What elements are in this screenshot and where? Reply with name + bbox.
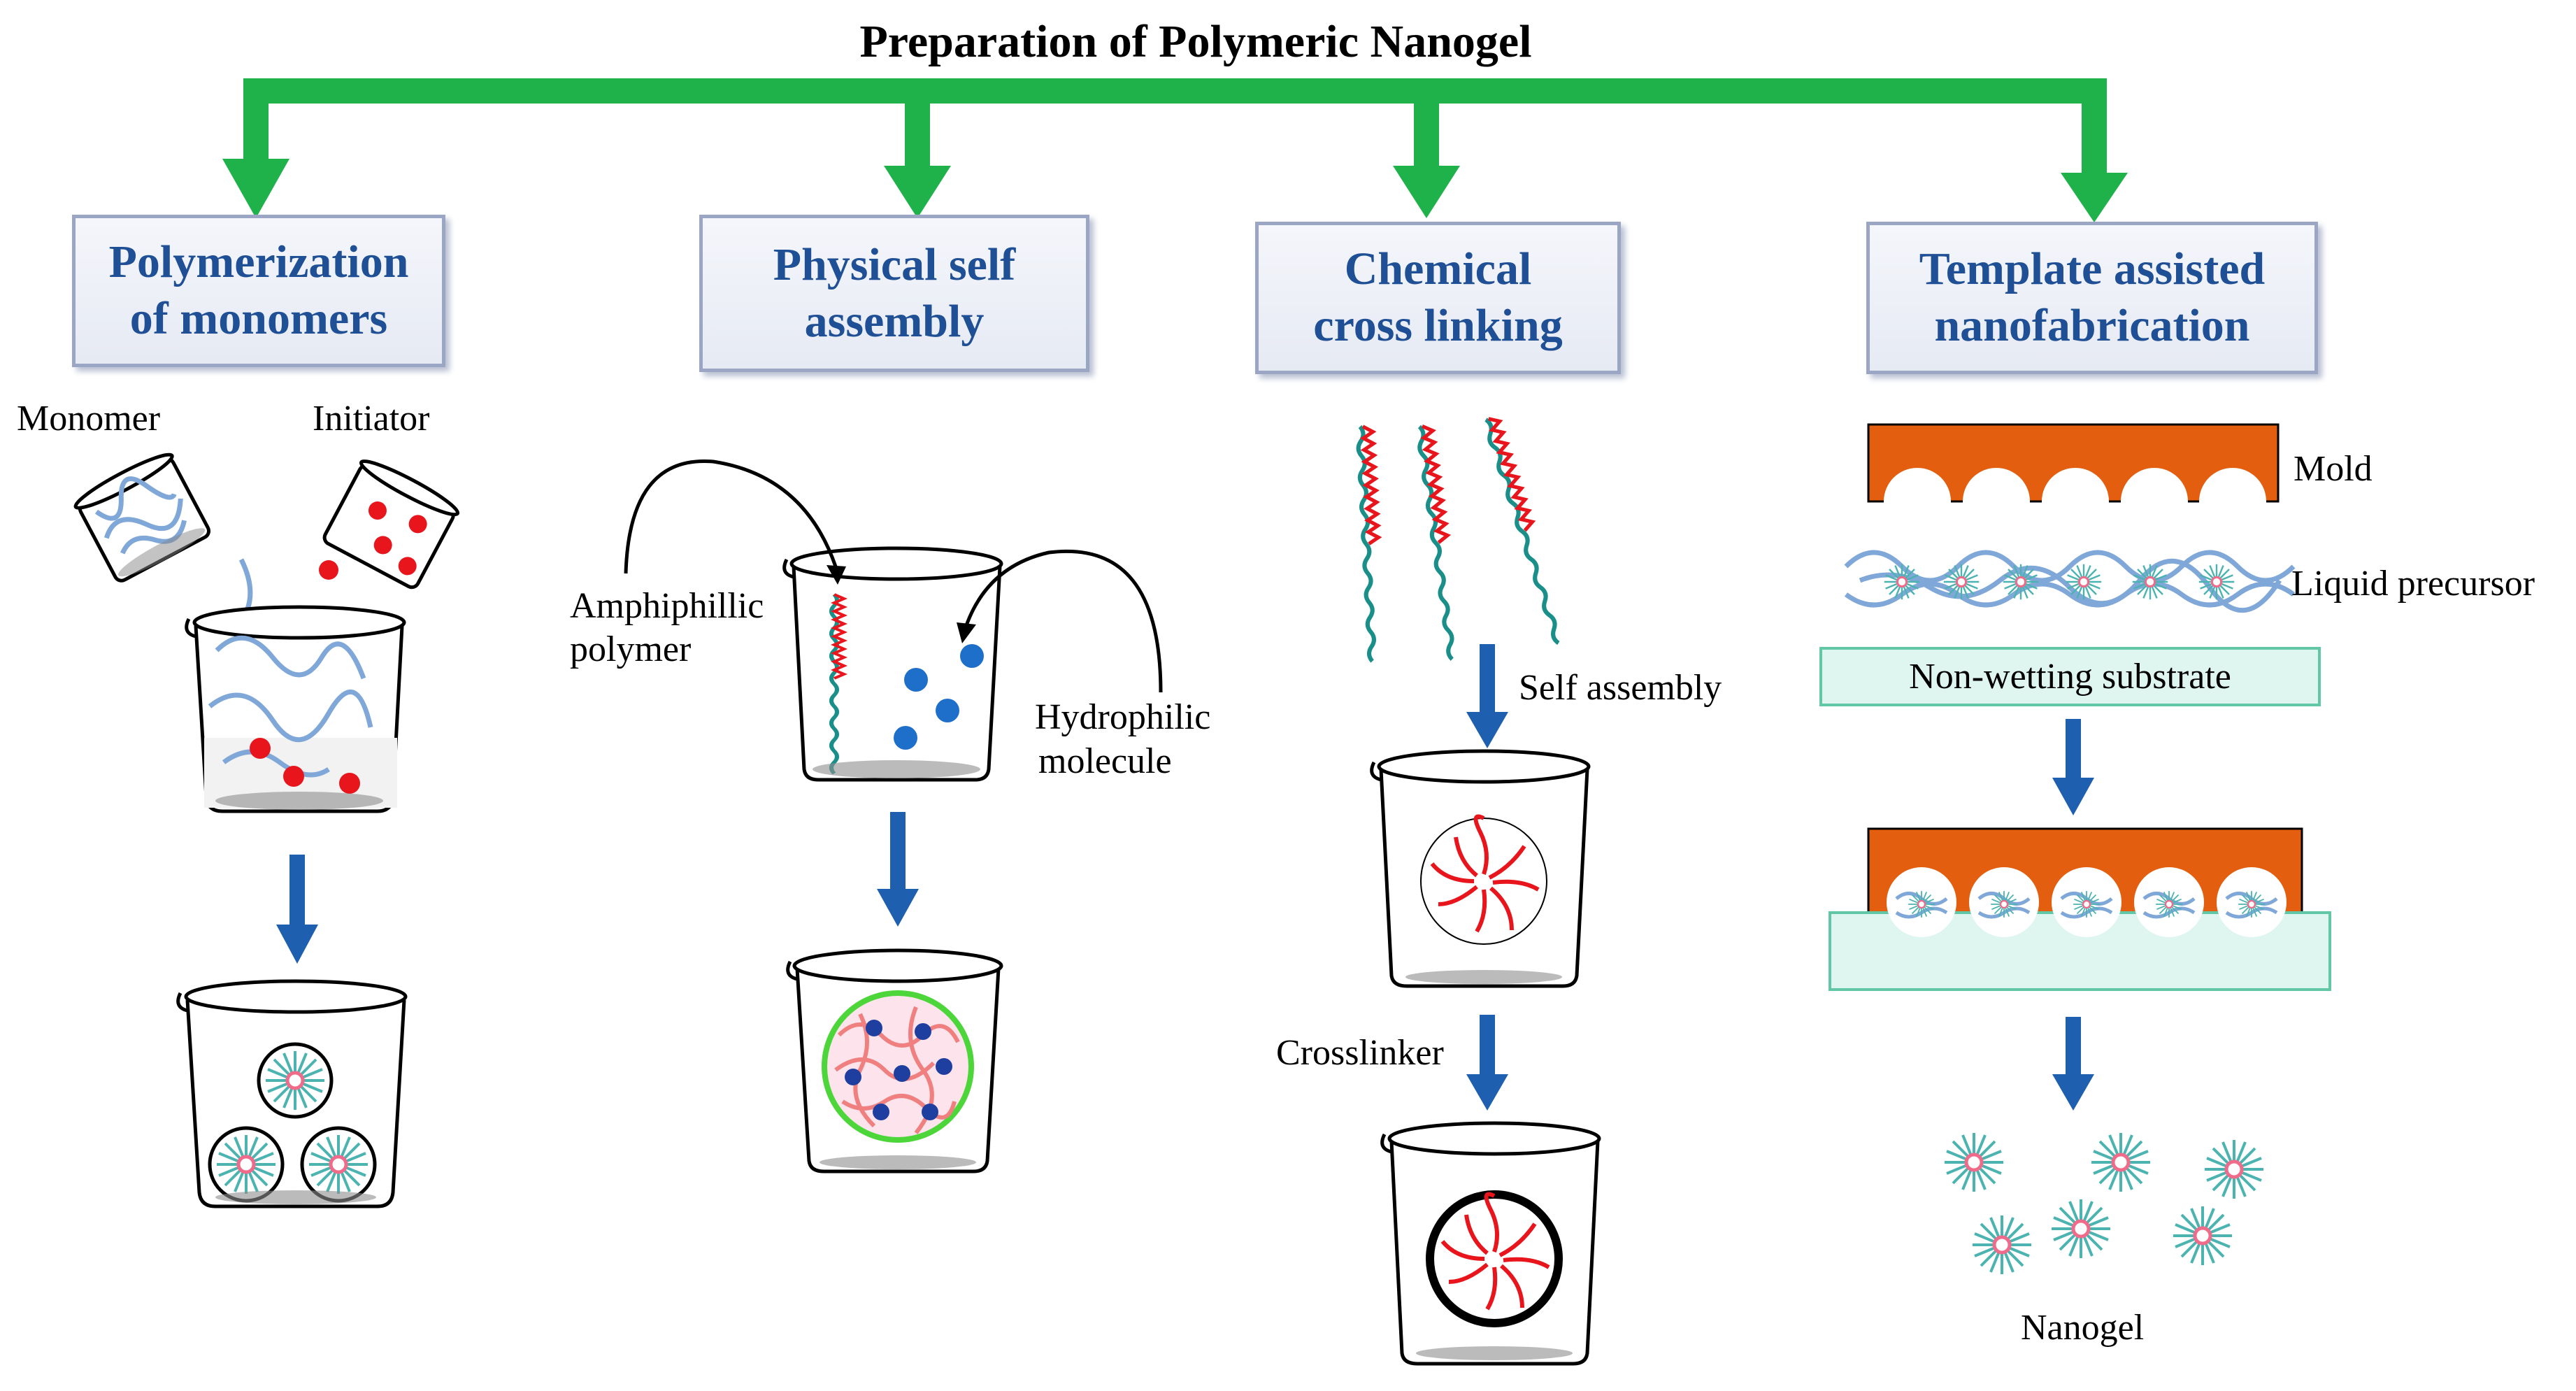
label-liquid-precursor: Liquid precursor (2291, 564, 2535, 604)
method-label-chemical-cross-linking: Chemical cross linking (1313, 243, 1563, 351)
label-amphiphillic-2: polymer (570, 629, 692, 669)
monomer-beaker (73, 452, 211, 583)
method-box-template-assisted: Template assisted nanofabrication (1866, 222, 2318, 374)
green-distribution-arrows (222, 78, 2128, 222)
label-monomer: Monomer (17, 399, 161, 438)
method-label-physical-self-assembly: Physical self assembly (773, 238, 1016, 347)
blue-process-arrows (276, 644, 2094, 1111)
method-label-polymerization: Polymerization of monomers (108, 236, 409, 344)
label-hydrophilic-1: Hydrophilic (1035, 697, 1211, 737)
released-nanogels (1945, 1133, 2263, 1274)
mixing-beaker (185, 605, 406, 813)
method-box-chemical-cross-linking: Chemical cross linking (1255, 222, 1621, 374)
nanogel-result-beaker-2 (786, 948, 1003, 1174)
self-assembly-beaker (782, 546, 1003, 782)
micelle-beaker (1370, 749, 1591, 988)
nanogel-result-beaker-1 (176, 979, 408, 1208)
label-mold: Mold (2294, 449, 2373, 489)
label-hydrophilic-2: molecule (1038, 741, 1172, 781)
crosslinked-beaker (1380, 1121, 1601, 1366)
label-amphiphillic-1: Amphiphillic (570, 586, 764, 626)
liquid-precursor (1844, 550, 2296, 613)
initiator-beaker (322, 459, 460, 590)
method-label-template-assisted: Template assisted nanofabrication (1919, 243, 2266, 351)
amphiphilic-chains (1357, 415, 1570, 661)
label-self-assembly: Self assembly (1519, 668, 1722, 708)
filled-mold (1829, 827, 2331, 991)
label-initiator: Initiator (313, 399, 430, 438)
label-crosslinker: Crosslinker (1276, 1033, 1444, 1073)
method-box-physical-self-assembly: Physical self assembly (699, 215, 1089, 372)
mold (1867, 423, 2280, 535)
diagram-title: Preparation of Polymeric Nanogel (859, 16, 1532, 67)
method-box-polymerization: Polymerization of monomers (72, 215, 445, 367)
label-nanogel: Nanogel (2021, 1308, 2145, 1348)
non-wetting-substrate: Non-wetting substrate (1819, 647, 2321, 706)
